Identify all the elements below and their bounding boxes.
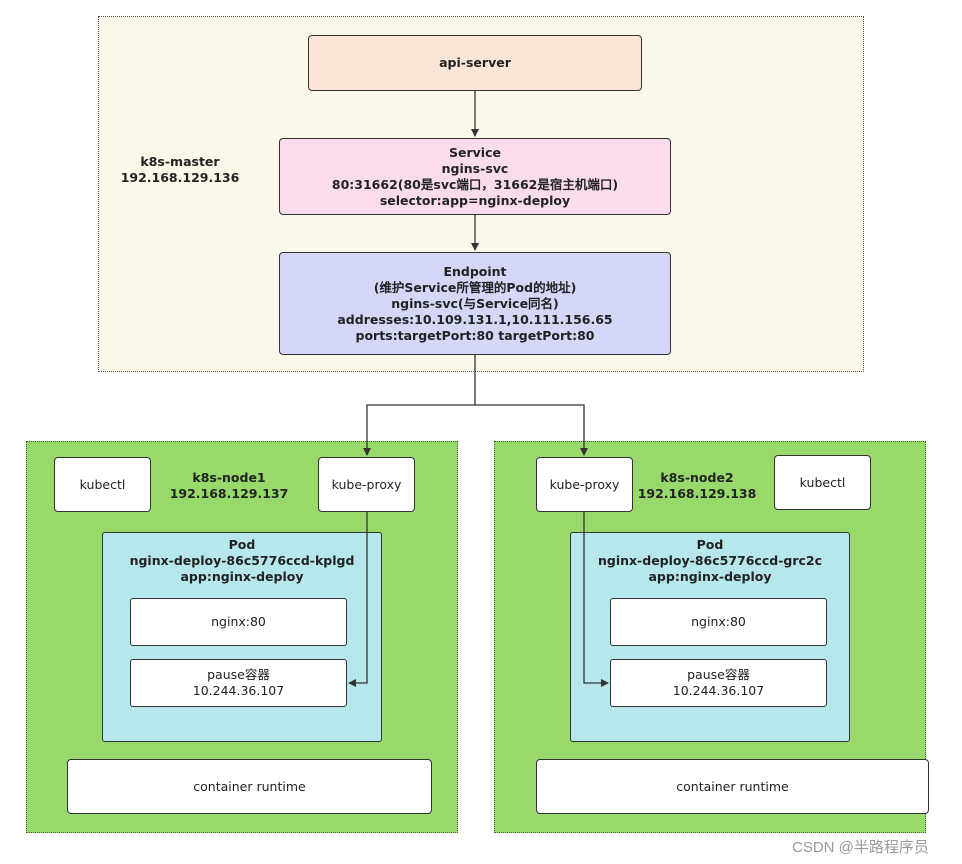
node1-pause-ip: 10.244.36.107 (192, 683, 285, 698)
node2-kube-proxy-label: kube-proxy (549, 476, 620, 492)
node2-kubectl-box: kubectl (774, 455, 871, 510)
endpoint-box: Endpoint (维护Service所管理的Pod的地址) ngins-svc… (279, 252, 671, 355)
master-label: k8s-master 192.168.129.136 (118, 154, 242, 186)
endpoint-name: ngins-svc(与Service同名) (391, 295, 559, 311)
service-name: ngins-svc (441, 160, 509, 176)
node2-pod-name: nginx-deploy-86c5776ccd-grc2c (597, 553, 823, 568)
node1-container-runtime: container runtime (67, 759, 432, 814)
node2-pause-ip: 10.244.36.107 (672, 683, 765, 698)
endpoint-title: Endpoint (443, 263, 507, 279)
api-server-label: api-server (439, 55, 511, 70)
node2-ip: 192.168.129.138 (637, 486, 757, 501)
endpoint-addresses: addresses:10.109.131.1,10.111.156.65 (337, 311, 613, 327)
node1-kubectl-box: kubectl (54, 457, 151, 512)
arrow-endpoint-to-node2-proxy (475, 404, 588, 456)
node2-container-runtime: container runtime (536, 759, 929, 814)
node1-pause-container: pause容器 10.244.36.107 (130, 659, 347, 707)
endpoint-ports: ports:targetPort:80 targetPort:80 (355, 327, 595, 343)
node2-runtime-label: container runtime (676, 778, 789, 794)
arrow-node1-proxy-to-pause (348, 512, 368, 687)
service-ports: 80:31662(80是svc端口，31662是宿主机端口) (331, 176, 619, 192)
node2-pod-header: Pod nginx-deploy-86c5776ccd-grc2c app:ng… (571, 537, 849, 585)
node1-pod-app: app:nginx-deploy (180, 569, 304, 584)
arrow-node2-proxy-to-pause (583, 512, 609, 687)
node2-kube-proxy-box: kube-proxy (536, 457, 633, 512)
node2-nginx-container: nginx:80 (610, 598, 827, 646)
node2-pause-container: pause容器 10.244.36.107 (610, 659, 827, 707)
node1-nginx-container: nginx:80 (130, 598, 347, 646)
node2-pod-title: Pod (696, 537, 724, 552)
csdn-watermark: CSDN @半路程序员 (792, 839, 929, 856)
master-name: k8s-master (140, 154, 220, 169)
node2-kubectl-label: kubectl (799, 474, 846, 490)
node1-label: k8s-node1 192.168.129.137 (164, 470, 294, 502)
node2-pod-app: app:nginx-deploy (648, 569, 772, 584)
node1-nginx-label: nginx:80 (211, 614, 266, 629)
master-ip: 192.168.129.136 (120, 170, 240, 185)
node1-pod-title: Pod (228, 537, 256, 552)
node2-name: k8s-node2 (660, 470, 734, 485)
node1-pod-name: nginx-deploy-86c5776ccd-kplgd (129, 553, 355, 568)
service-selector: selector:app=nginx-deploy (379, 192, 571, 208)
node1-runtime-label: container runtime (193, 778, 306, 794)
node2-label: k8s-node2 192.168.129.138 (632, 470, 762, 502)
node1-pause-title: pause容器 (207, 667, 270, 682)
node1-pod-header: Pod nginx-deploy-86c5776ccd-kplgd app:ng… (103, 537, 381, 585)
node1-ip: 192.168.129.137 (169, 486, 289, 501)
arrow-endpoint-to-node1-proxy (363, 355, 476, 456)
node1-kube-proxy-label: kube-proxy (331, 476, 402, 492)
api-server-box: api-server (308, 35, 642, 91)
node2-nginx-label: nginx:80 (691, 614, 746, 629)
endpoint-desc: (维护Service所管理的Pod的地址) (373, 279, 577, 295)
node1-kube-proxy-box: kube-proxy (318, 457, 415, 512)
node1-name: k8s-node1 (192, 470, 266, 485)
service-box: Service ngins-svc 80:31662(80是svc端口，3166… (279, 138, 671, 215)
node2-pause-title: pause容器 (687, 667, 750, 682)
service-title: Service (449, 144, 501, 160)
node1-kubectl-label: kubectl (79, 476, 126, 492)
